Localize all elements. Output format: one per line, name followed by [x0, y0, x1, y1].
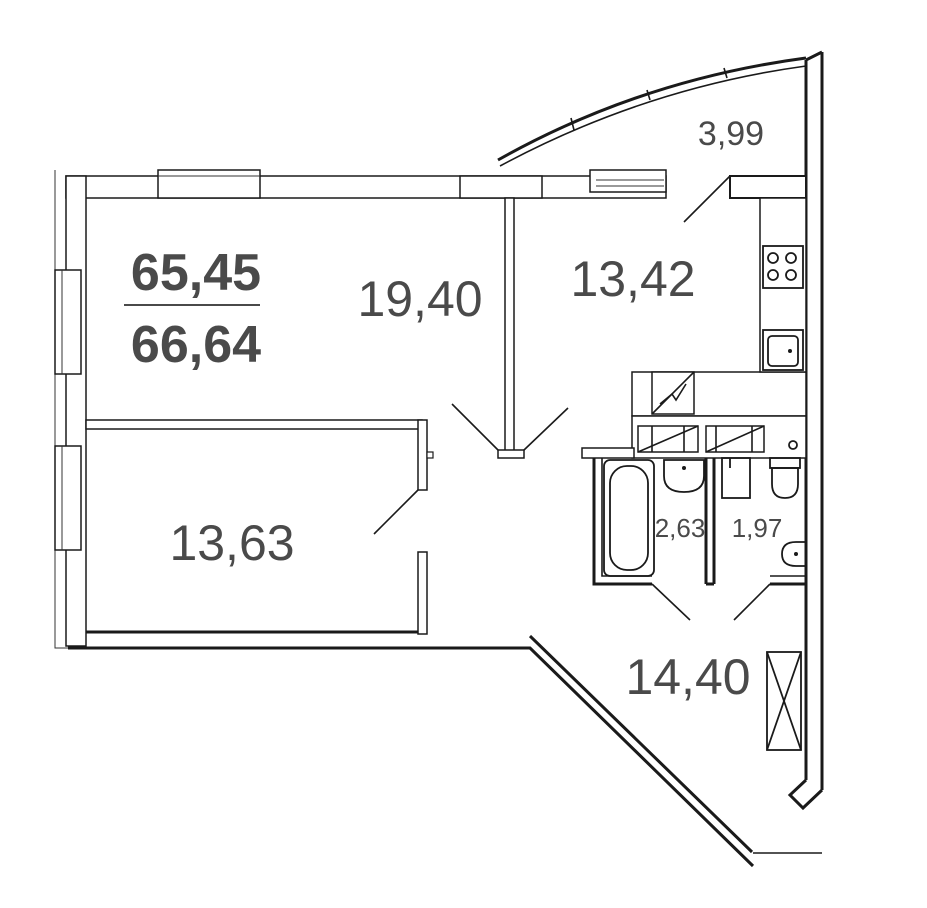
toilet-icon [769, 457, 801, 499]
total-area: 65,45 66,64 [124, 244, 261, 374]
room-area-bathroom: 2,63 [655, 513, 706, 543]
room-area-toilet: 1,97 [732, 513, 783, 543]
stove-icon [762, 245, 804, 289]
small-sink-icon [781, 541, 806, 567]
kitchen-sink-icon [762, 329, 804, 371]
wardrobe-icon [766, 651, 802, 751]
interior-walls [85, 197, 807, 635]
bathtub-icon [603, 459, 655, 577]
fixtures [603, 245, 806, 751]
room-area-bedroom: 13,63 [169, 515, 294, 571]
washbasin-icon [663, 459, 705, 493]
room-area-kitchen: 13,42 [570, 251, 695, 307]
total-area-full: 66,64 [131, 316, 261, 374]
room-area-hall: 14,40 [625, 649, 750, 705]
washing-machine-icon [721, 457, 751, 499]
room-areas: 19,40 13,42 3,99 13,63 2,63 1,97 14,40 [169, 115, 782, 705]
balcony [497, 56, 807, 223]
room-area-balcony: 3,99 [698, 115, 764, 153]
total-area-living: 65,45 [131, 244, 261, 302]
room-area-living: 19,40 [357, 271, 482, 327]
windows [54, 169, 667, 551]
